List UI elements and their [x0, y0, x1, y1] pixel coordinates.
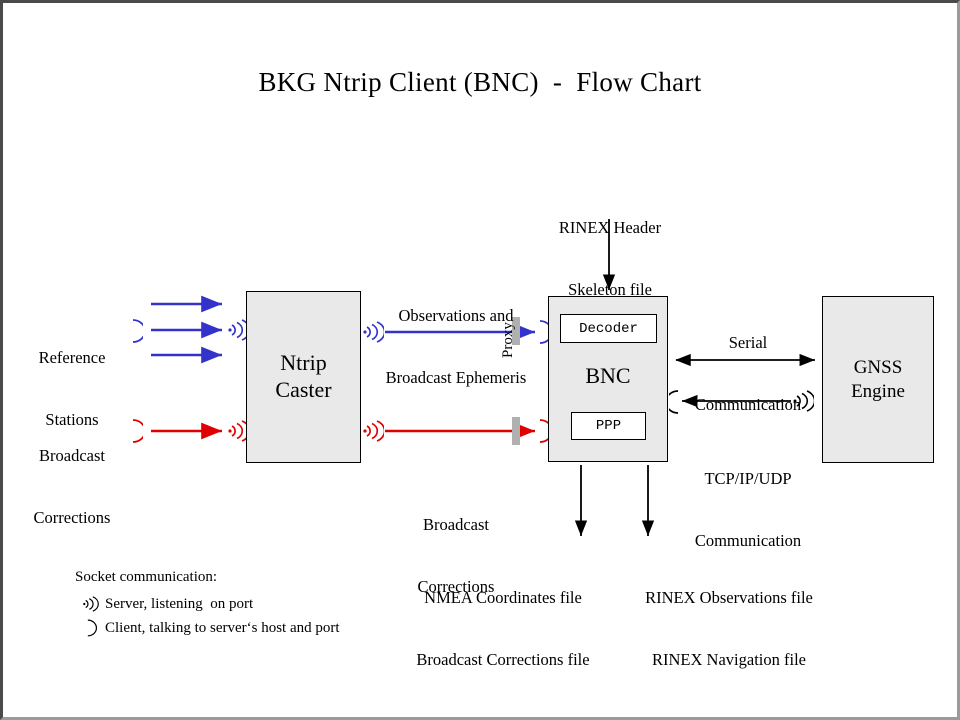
- client-socket-icon-broadcast-corrections: [132, 419, 143, 443]
- label-broadcast-corrections-input-line2: Corrections: [33, 507, 111, 527]
- label-proxy: Proxy: [500, 322, 516, 358]
- label-broadcast-corrections-input: Broadcast Corrections: [13, 404, 131, 570]
- label-output-files-right: RINEX Observations file RINEX Navigation…: [629, 546, 829, 712]
- label-reference-stations: Reference Stations: [17, 306, 127, 472]
- server-socket-icon-legend: [75, 594, 105, 614]
- client-socket-icon-bnc-corr: [539, 419, 550, 443]
- label-reference-stations-line2: Stations: [45, 409, 99, 429]
- legend-item-server: Server, listening on port: [75, 593, 475, 615]
- label-reference-stations-line1: Reference: [38, 347, 106, 367]
- legend-item-client-text: Client, talking to server‘s host and por…: [105, 619, 340, 636]
- label-rinex-header-skeleton: RINEX Header Skeleton file: [526, 176, 694, 342]
- label-serial-line2: Communication: [694, 394, 802, 414]
- node-ntrip-caster[interactable]: Ntrip Caster: [246, 291, 361, 463]
- label-rinex-header-line2: Skeleton file: [568, 279, 652, 299]
- label-rinex-observations-file: RINEX Observations file: [645, 587, 813, 607]
- output-file-arrows: [574, 465, 655, 536]
- node-gnss-engine[interactable]: GNSS Engine: [822, 296, 934, 463]
- diagram-canvas: BKG Ntrip Client (BNC) - Flow Chart Ntri…: [3, 3, 957, 717]
- label-tcpip-line1: TCP/IP/UDP: [704, 468, 792, 488]
- ntrip-caster-label-line2: Caster: [275, 377, 332, 402]
- connector-layer: [151, 219, 815, 536]
- client-socket-icon-bnc-obs: [539, 320, 550, 344]
- legend-heading: Socket communication:: [75, 569, 218, 585]
- page-title: BKG Ntrip Client (BNC) - Flow Chart: [258, 67, 702, 97]
- label-output-files-left: NMEA Coordinates file Broadcast Correcti…: [403, 546, 603, 712]
- client-socket-icon-legend: [75, 618, 105, 638]
- label-serial-line1: Serial: [728, 332, 768, 352]
- gnss-engine-label-line2: Engine: [851, 380, 905, 402]
- label-serial-communication: Serial Communication: [669, 291, 827, 457]
- server-socket-icon-caster-out-obs: [363, 321, 384, 343]
- legend: Socket communication: Server, listening …: [75, 569, 475, 641]
- server-socket-icon-caster-corrections: [228, 420, 249, 442]
- bnc-ppp-module[interactable]: PPP: [571, 412, 646, 440]
- client-socket-icon-bnc-tcpip: [669, 390, 679, 414]
- server-socket-icon-caster-in: [228, 319, 249, 341]
- proxy-bar-top: [512, 317, 520, 345]
- label-rinex-navigation-file: RINEX Navigation file: [652, 649, 806, 669]
- label-tcpip-communication: TCP/IP/UDP Communication: [669, 427, 827, 593]
- label-broadcast-corrections-output-line2: Corrections: [417, 576, 495, 596]
- reference-station-arrows: [151, 295, 222, 364]
- label-broadcast-corrections-output: Broadcast Corrections: [381, 473, 531, 639]
- label-broadcast-corrections-input-line1: Broadcast: [39, 445, 105, 465]
- server-socket-icon-caster-out-corr: [363, 420, 384, 442]
- bnc-decoder-module[interactable]: Decoder: [560, 314, 657, 343]
- label-observations-ephemeris: Observations and Broadcast Ephemeris: [366, 264, 546, 430]
- label-observations-ephemeris-line2: Broadcast Ephemeris: [385, 367, 527, 387]
- client-socket-icon-reference-stations: [132, 319, 143, 343]
- server-socket-icon-gnss: [793, 390, 814, 412]
- legend-item-server-text: Server, listening on port: [105, 595, 254, 612]
- gnss-engine-label-line1: GNSS: [853, 357, 903, 379]
- label-rinex-header-line1: RINEX Header: [558, 217, 662, 237]
- legend-item-client: Client, talking to server‘s host and por…: [75, 617, 475, 639]
- ntrip-caster-label-line1: Ntrip: [280, 350, 327, 376]
- node-bnc[interactable]: Decoder BNC PPP: [548, 296, 668, 462]
- label-nmea-coordinates-file: NMEA Coordinates file: [424, 587, 582, 607]
- proxy-bar-bottom: [512, 417, 520, 445]
- label-broadcast-corrections-file: Broadcast Corrections file: [416, 649, 590, 669]
- bnc-label: BNC: [585, 363, 631, 388]
- label-tcpip-line2: Communication: [694, 530, 802, 550]
- label-broadcast-corrections-output-line1: Broadcast: [423, 514, 489, 534]
- label-observations-ephemeris-line1: Observations and: [398, 305, 514, 325]
